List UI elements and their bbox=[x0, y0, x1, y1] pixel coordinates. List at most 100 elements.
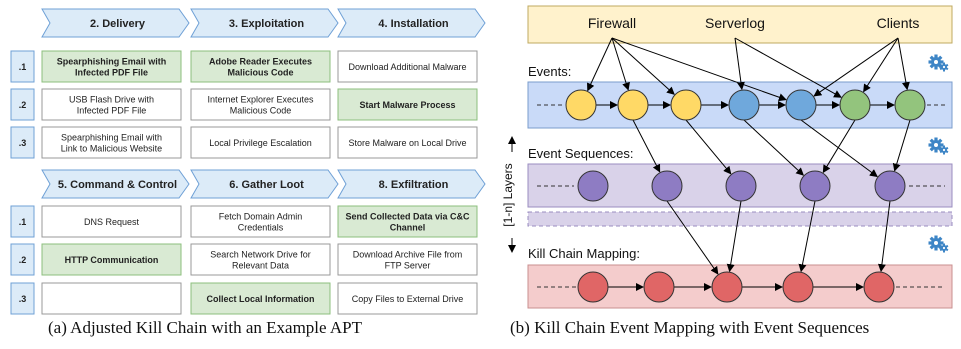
cell-bottom-2-2 bbox=[337, 282, 478, 315]
cell-top-0-0-text: Infected PDF File bbox=[75, 68, 148, 78]
sequence-node bbox=[799, 170, 831, 202]
cell-bottom-2-1-text: Collect Local Information bbox=[206, 294, 314, 304]
sequences-extra-band bbox=[527, 211, 953, 227]
caption-b: (b) Kill Chain Event Mapping with Event … bbox=[510, 318, 870, 337]
cell-top-2-2 bbox=[337, 126, 478, 159]
cell-top-2-0-text: Link to Malicious Website bbox=[61, 144, 162, 154]
cell-top-2-1 bbox=[190, 126, 331, 159]
killchain-node bbox=[711, 271, 743, 303]
source-firewall: Firewall bbox=[588, 15, 636, 31]
event-node bbox=[894, 89, 926, 121]
row-label-bottom-0-text: .1 bbox=[19, 217, 27, 227]
gear-icon bbox=[928, 54, 949, 72]
cell-top-2-2-text: Store Malware on Local Drive bbox=[348, 138, 466, 148]
row-label-bottom-0 bbox=[10, 205, 35, 238]
source-clients: Clients bbox=[877, 15, 920, 31]
cell-top-1-2 bbox=[337, 88, 478, 121]
cell-top-2-1-text: Local Privilege Escalation bbox=[209, 138, 312, 148]
source-event-arrow bbox=[863, 37, 899, 93]
phase-bottom-2 bbox=[337, 169, 486, 199]
killchain-node bbox=[782, 271, 814, 303]
cell-bottom-2-2-text: Copy Files to External Drive bbox=[352, 294, 464, 304]
cell-top-0-1 bbox=[190, 50, 331, 83]
sequence-node bbox=[577, 170, 609, 202]
event-sequence-arrow bbox=[685, 119, 732, 175]
cell-bottom-1-1-text: Search Network Drive for bbox=[210, 250, 311, 260]
cell-bottom-0-0 bbox=[41, 205, 182, 238]
source-event-arrow bbox=[587, 37, 613, 92]
source-event-arrow bbox=[611, 37, 787, 102]
sequence-node bbox=[874, 170, 906, 202]
cell-top-0-2 bbox=[337, 50, 478, 83]
event-sequence-arrow bbox=[822, 119, 856, 174]
event-node bbox=[728, 89, 760, 121]
sequence-killchain-arrow bbox=[877, 200, 891, 273]
events-label: Events: bbox=[528, 64, 571, 79]
sources-band bbox=[527, 5, 953, 44]
phase-bottom-1 bbox=[190, 169, 339, 199]
cell-bottom-0-1 bbox=[190, 205, 331, 238]
source-event-arrow bbox=[611, 37, 630, 91]
sequence-killchain-arrow bbox=[798, 200, 816, 273]
killchain-label: Kill Chain Mapping: bbox=[528, 246, 640, 261]
phase-top-1-label: 3. Exploitation bbox=[229, 18, 304, 30]
killchain-node bbox=[863, 271, 895, 303]
row-label-top-0-text: .1 bbox=[19, 62, 27, 72]
phase-bottom-0-label: 5. Command & Control bbox=[58, 179, 177, 191]
event-node bbox=[617, 89, 649, 121]
row-label-bottom-2-text: .3 bbox=[19, 294, 27, 304]
phase-bottom-0 bbox=[41, 169, 190, 199]
phase-top-0 bbox=[41, 8, 190, 38]
caption-a: (a) Adjusted Kill Chain with an Example … bbox=[48, 318, 362, 337]
cell-top-1-0-text: Infected PDF File bbox=[77, 106, 147, 116]
row-label-top-0 bbox=[10, 50, 35, 83]
sequence-node bbox=[651, 170, 683, 202]
killchain-node bbox=[643, 271, 675, 303]
event-sequence-arrow bbox=[892, 119, 911, 172]
event-node bbox=[565, 89, 597, 121]
cell-top-1-1 bbox=[190, 88, 331, 121]
cell-bottom-2-1 bbox=[190, 282, 331, 315]
source-serverlog: Serverlog bbox=[705, 15, 765, 31]
cell-bottom-0-2 bbox=[337, 205, 478, 238]
row-label-top-2 bbox=[10, 126, 35, 159]
cell-bottom-0-1-text: Credentials bbox=[238, 223, 284, 233]
cell-bottom-1-0-text: HTTP Communication bbox=[65, 255, 159, 265]
row-label-bottom-2 bbox=[10, 282, 35, 315]
cell-bottom-0-2-text: Send Collected Data via C&C bbox=[345, 212, 470, 222]
killchain-node bbox=[577, 271, 609, 303]
phase-top-2-label: 4. Installation bbox=[378, 18, 449, 30]
source-event-arrow bbox=[734, 37, 745, 91]
row-label-top-2-text: .3 bbox=[19, 138, 27, 148]
cell-top-2-0-text: Spearphishing Email with bbox=[61, 133, 162, 143]
row-label-top-1 bbox=[10, 88, 35, 121]
sequence-node bbox=[725, 170, 757, 202]
event-sequence-arrow bbox=[743, 119, 805, 176]
cell-top-0-0-text: Spearphishing Email with bbox=[57, 57, 167, 67]
phase-bottom-1-label: 6. Gather Loot bbox=[229, 179, 304, 191]
cell-bottom-1-2-text: FTP Server bbox=[385, 261, 431, 271]
kill-chain-table: 2. Delivery 3. Exploitation 4. Installatio… bbox=[10, 8, 486, 315]
sequence-killchain-arrow bbox=[666, 200, 719, 275]
event-node bbox=[785, 89, 817, 121]
source-event-arrow bbox=[897, 37, 910, 91]
cell-top-0-1-text: Malicious Code bbox=[227, 68, 293, 78]
cell-bottom-1-1 bbox=[190, 243, 331, 276]
row-label-bottom-1-text: .2 bbox=[19, 255, 27, 265]
event-node bbox=[839, 89, 871, 121]
event-sequence-arrow bbox=[632, 119, 661, 173]
phase-top-0-label: 2. Delivery bbox=[90, 18, 146, 30]
cell-bottom-0-2-text: Channel bbox=[390, 223, 426, 233]
cell-top-0-2-text: Download Additional Malware bbox=[348, 62, 466, 72]
row-label-bottom-1 bbox=[10, 243, 35, 276]
cell-bottom-1-1-text: Relevant Data bbox=[232, 261, 289, 271]
source-event-arrow bbox=[813, 37, 899, 97]
source-event-arrow bbox=[734, 37, 842, 98]
phase-top-2 bbox=[337, 8, 486, 38]
cell-top-0-0 bbox=[41, 50, 182, 83]
cell-top-1-1-text: Internet Explorer Executes bbox=[207, 95, 314, 105]
cell-bottom-2-0 bbox=[41, 282, 182, 315]
cell-top-0-1-text: Adobe Reader Executes bbox=[209, 57, 312, 67]
layers-label: [1-n] Layers bbox=[501, 163, 515, 226]
